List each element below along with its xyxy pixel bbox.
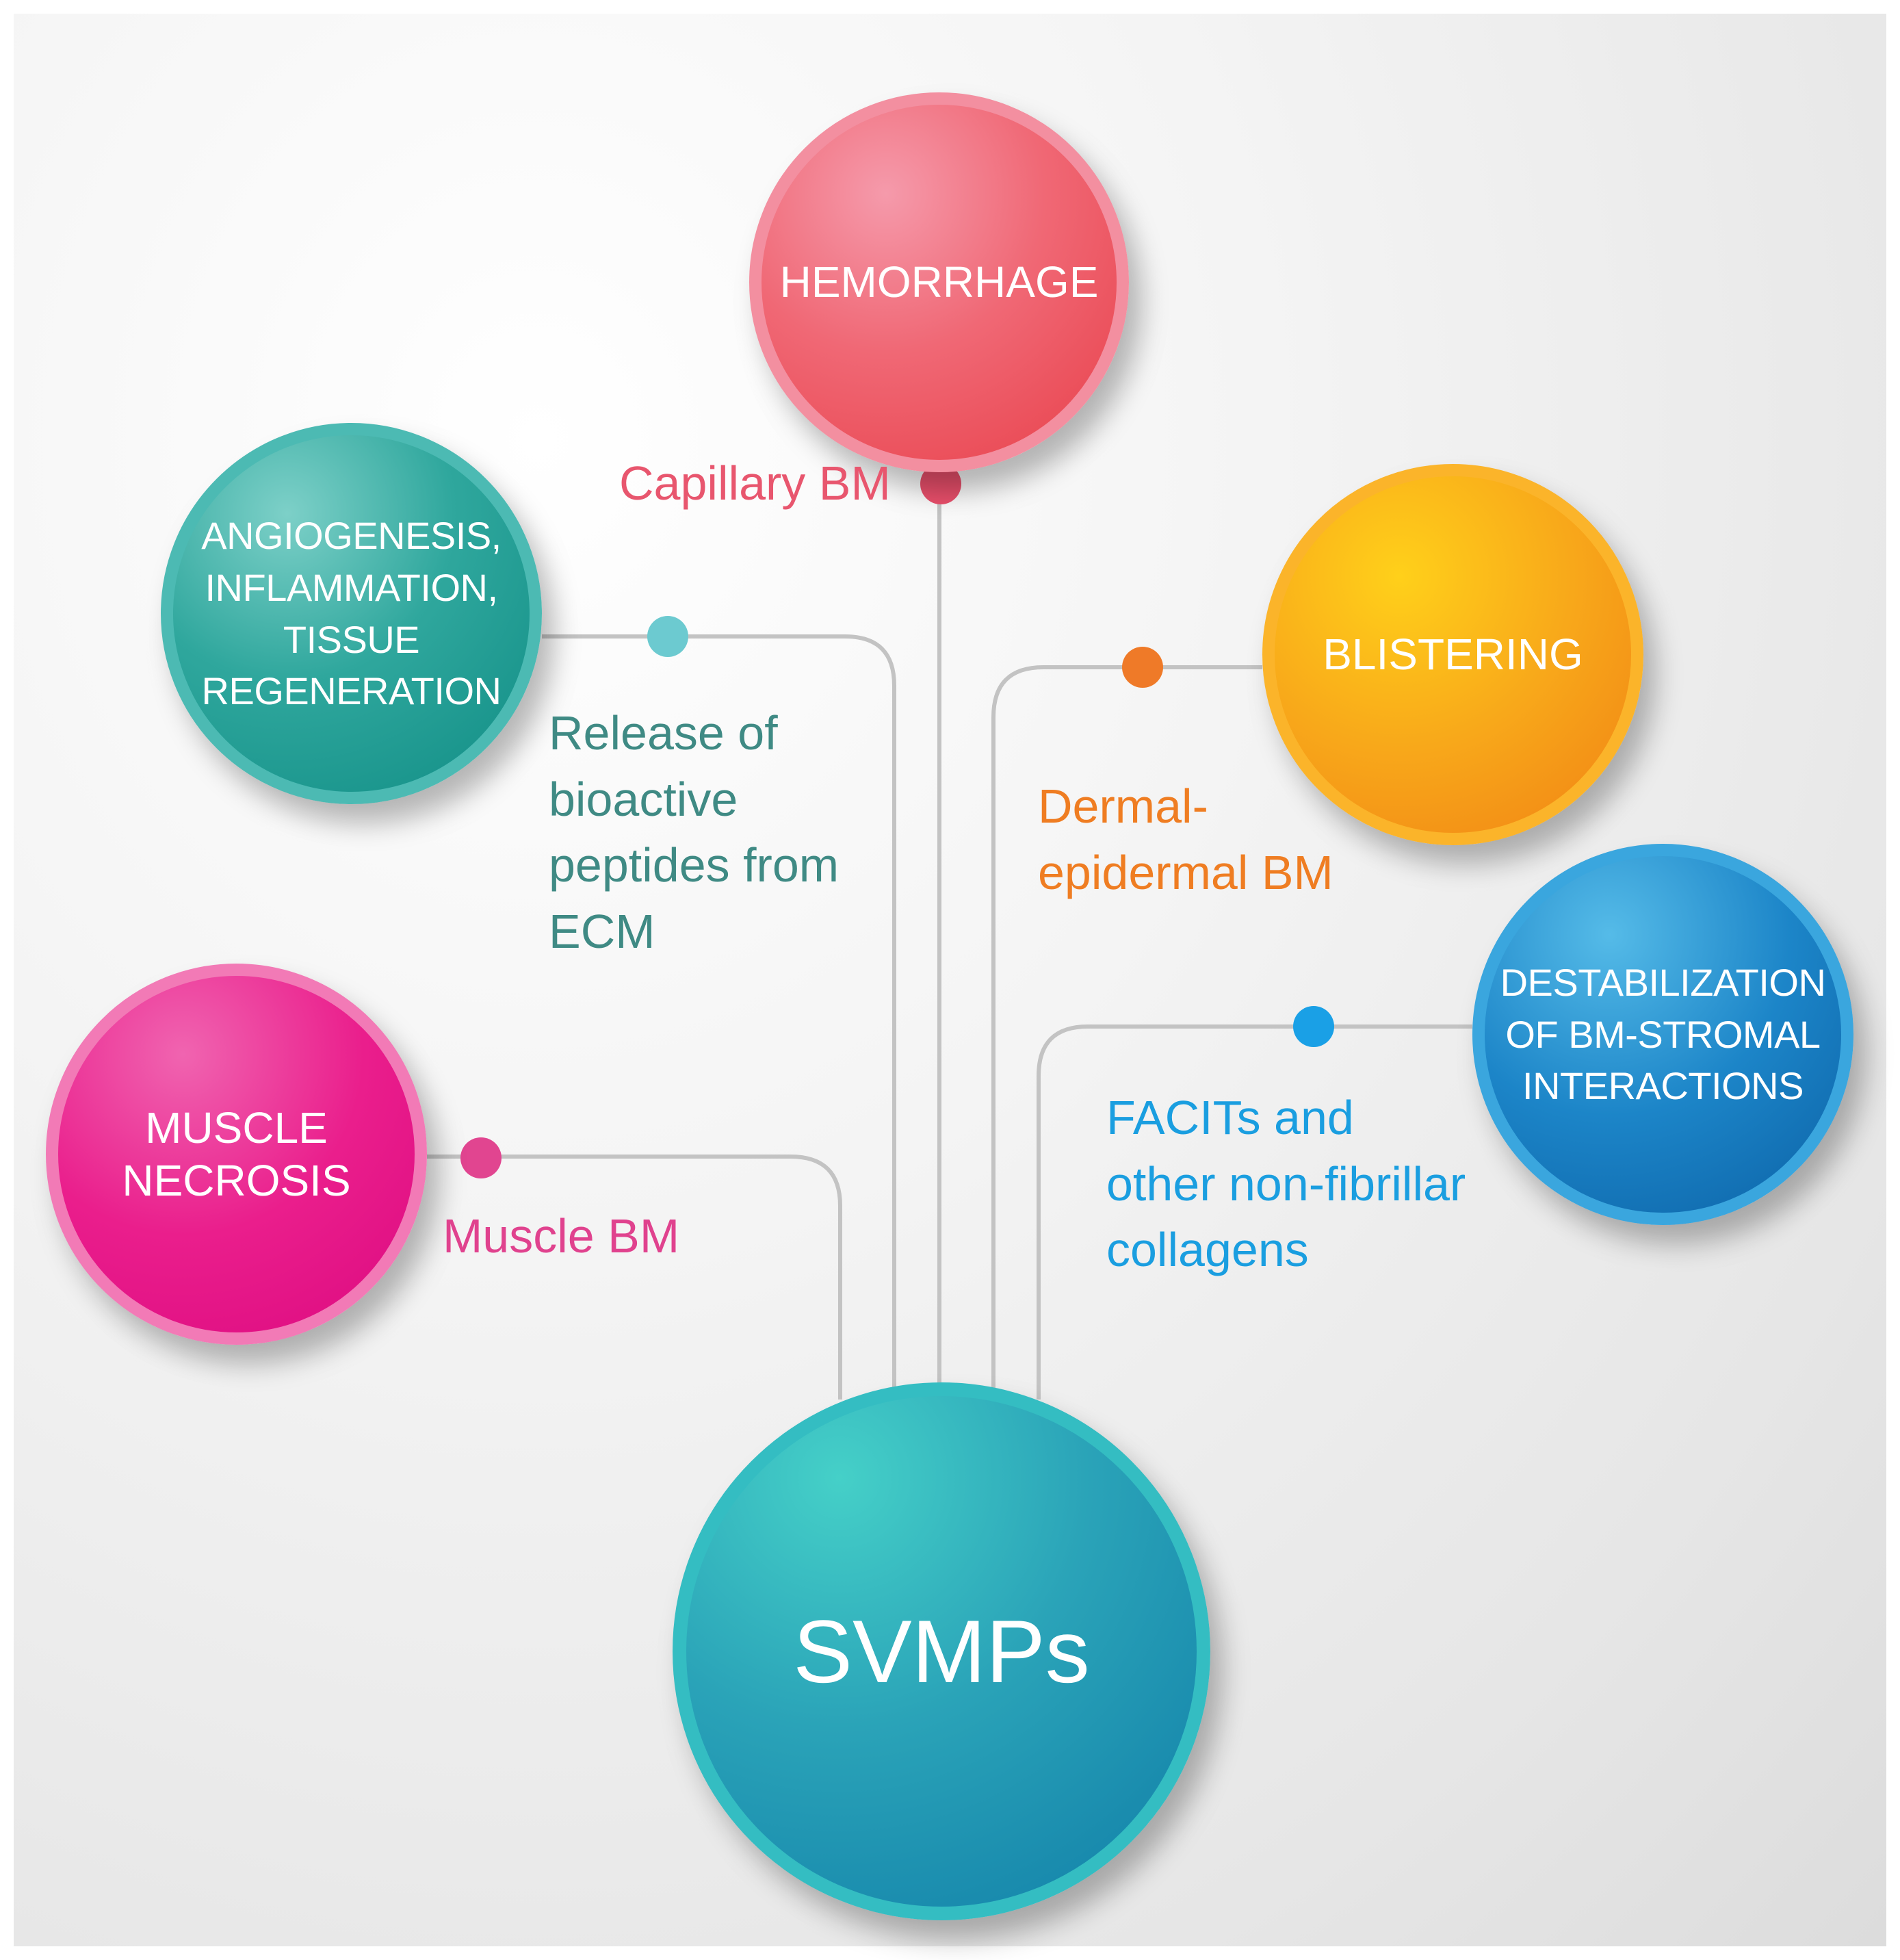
destabilization-node: DESTABILIZATION OF BM-STROMAL INTERACTIO… bbox=[1472, 844, 1853, 1225]
dot-muscle-bm bbox=[460, 1137, 502, 1178]
hemorrhage-node: HEMORRHAGE bbox=[749, 92, 1129, 472]
angiogenesis-node: ANGIOGENESIS, INFLAMMATION, TISSUE REGEN… bbox=[161, 423, 542, 804]
muscle-necrosis-label: MUSCLE NECROSIS bbox=[122, 1102, 351, 1205]
caption-muscle-bm: Muscle BM bbox=[443, 1209, 680, 1263]
dot-facits bbox=[1293, 1006, 1334, 1047]
connector-destabilization bbox=[1037, 1024, 1472, 1400]
blistering-label: BLISTERING bbox=[1323, 630, 1583, 680]
dot-capillary-bm bbox=[920, 463, 961, 504]
connector-angiogenesis bbox=[542, 634, 896, 1400]
svmps-node: SVMPs bbox=[673, 1382, 1210, 1920]
caption-facits: FACITs and other non-fibrillar collagens bbox=[1106, 1091, 1466, 1277]
muscle-necrosis-node: MUSCLE NECROSIS bbox=[46, 964, 427, 1345]
caption-capillary-bm: Capillary BM bbox=[619, 456, 891, 510]
caption-dermal-epidermal-bm: Dermal- epidermal BM bbox=[1038, 779, 1333, 899]
angiogenesis-label: ANGIOGENESIS, INFLAMMATION, TISSUE REGEN… bbox=[201, 514, 502, 713]
blistering-node: BLISTERING bbox=[1262, 464, 1643, 845]
svmps-label: SVMPs bbox=[793, 1601, 1090, 1701]
dot-dermal-epidermal-bm bbox=[1122, 647, 1163, 688]
connector-blistering bbox=[991, 665, 1262, 1400]
dot-bioactive-peptides bbox=[647, 616, 688, 657]
connector-muscle bbox=[427, 1155, 842, 1400]
caption-bioactive-peptides: Release of bioactive peptides from ECM bbox=[549, 706, 840, 958]
hemorrhage-label: HEMORRHAGE bbox=[779, 257, 1099, 307]
destabilization-label: DESTABILIZATION OF BM-STROMAL INTERACTIO… bbox=[1500, 961, 1826, 1108]
